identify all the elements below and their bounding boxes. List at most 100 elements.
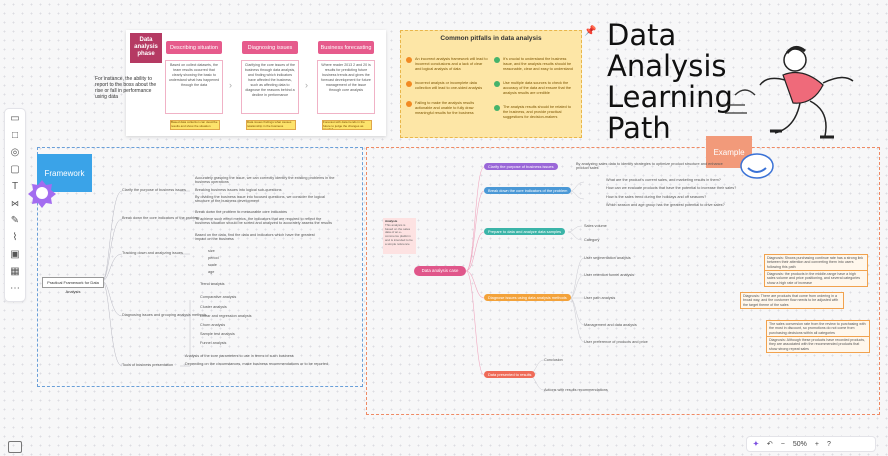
framework-section[interactable]: Tools of business presentation xyxy=(122,363,174,367)
sticky-note-icon[interactable]: ▢ xyxy=(10,164,20,175)
diagnosis-box[interactable]: Diagnosis: the products in the middle-ra… xyxy=(764,270,868,288)
framework-item: Sample test analysis xyxy=(200,332,235,336)
table-tool-icon[interactable]: ▦ xyxy=(10,266,20,277)
framework-section[interactable]: Tracking down and analyzing issues xyxy=(122,251,183,255)
framework-item: Breaking business issues into logical su… xyxy=(195,188,282,192)
minimap-icon[interactable] xyxy=(8,441,22,453)
warning-dot-icon xyxy=(406,81,412,87)
help-icon[interactable]: ? xyxy=(826,440,831,448)
shape-tool-icon[interactable]: ◎ xyxy=(10,147,20,158)
framework-item: By dividing the business issue into focu… xyxy=(195,195,326,204)
select-tool-icon[interactable]: ▭ xyxy=(10,113,20,124)
example-item: User segmentation analysis xyxy=(584,256,631,260)
pitfalls-title: Common pitfalls in data analysis xyxy=(440,35,542,42)
pitfall-item: Incorrect analysis or incomplete data co… xyxy=(406,81,489,91)
zoom-out-icon[interactable]: − xyxy=(780,440,785,448)
framework-item: Linear and regression analysis xyxy=(200,314,252,318)
ai-icon[interactable]: ✦ xyxy=(753,441,759,448)
framework-section[interactable]: Break down the core indicators of the pr… xyxy=(122,216,200,220)
diagnosis-box[interactable]: The sales conversion rate from the revie… xyxy=(766,320,870,338)
highlighter-icon[interactable]: ⌇ xyxy=(12,232,18,243)
stage-note: Based data collection can describe resul… xyxy=(170,120,220,130)
framework-item: scale xyxy=(208,263,217,267)
pen-tool-icon[interactable]: ✎ xyxy=(10,215,20,226)
framework-item: Churn analysis xyxy=(200,323,226,327)
nice-sticker-icon xyxy=(28,180,56,208)
example-category[interactable]: Prepare to data and analyze data samples xyxy=(484,228,566,235)
example-item: Actions with results recommendations xyxy=(544,388,608,392)
mindmap-tool-icon[interactable]: ⋈ xyxy=(11,199,19,208)
example-item: Management and data analysis xyxy=(584,323,637,327)
frame-tool-icon[interactable]: □ xyxy=(11,130,19,141)
zoom-in-icon[interactable]: + xyxy=(814,440,819,448)
framework-root-node[interactable]: Practical Framework for Data Analysis xyxy=(42,277,104,294)
pitfall-item: An incorrect analysis framework will lea… xyxy=(406,57,489,71)
framework-item: Accurately grasping the issue, we can co… xyxy=(195,176,335,185)
stage-body-diagnosing: Clarifying the core issues of the busine… xyxy=(241,60,299,114)
pitfall-item: Failing to make the analysis results act… xyxy=(406,101,489,115)
framework-item: Break down the problem to measurable cor… xyxy=(195,210,288,214)
zoom-level[interactable]: 50% xyxy=(792,440,807,448)
stage-title-forecasting: Business forecasting xyxy=(318,41,374,54)
example-item: User preference of products and price xyxy=(584,340,648,344)
framework-item: To achieve such effect metrics, the indi… xyxy=(195,217,332,226)
framework-frame[interactable] xyxy=(37,147,363,387)
example-item: Category xyxy=(584,238,600,242)
example-category[interactable]: Data presented to results xyxy=(484,371,536,378)
check-dot-icon xyxy=(494,105,500,111)
text-tool-icon[interactable]: T xyxy=(11,181,19,192)
image-tool-icon[interactable]: ▣ xyxy=(10,249,20,260)
example-item: User retention funnel analysis xyxy=(584,273,635,277)
phase-description: For instance, the ability to report to t… xyxy=(95,76,157,100)
framework-item: age xyxy=(208,270,215,274)
framework-section[interactable]: Diagnosing issues and grouping analysis … xyxy=(122,313,207,317)
diagnosis-box[interactable]: Diagnosis: There are products that come … xyxy=(740,292,844,310)
stage-body-describing: Based on collect datasets, the team resu… xyxy=(165,60,223,114)
framework-item: Funnel analysis xyxy=(200,341,227,345)
stage-title-describing: Describing situation xyxy=(166,41,222,54)
chevron-right-icon: › xyxy=(229,80,232,90)
tool-sidebar: ▭ □ ◎ ▢ T ⋈ ✎ ⌇ ▣ ▦ ⋯ xyxy=(4,108,26,302)
framework-item: period xyxy=(208,256,219,260)
diagnosis-box[interactable]: Diagnosis: Shows purchasing continue rat… xyxy=(764,254,868,272)
stage-body-forecasting: Where reader 2013 2 and 20 is results fo… xyxy=(317,60,375,114)
framework-item: Based on the data, find the data and ind… xyxy=(195,233,315,242)
tip-item: The analysis results should be related t… xyxy=(494,105,577,119)
zoom-bar: ✦ ↶ − 50% + ? xyxy=(746,436,876,452)
framework-item: size xyxy=(208,249,215,253)
example-category[interactable]: Clarify the purpose of business issues xyxy=(484,163,558,170)
example-detail: By analyzing sales data to identify stra… xyxy=(576,162,723,171)
framework-item: Comparative analysis xyxy=(200,295,237,299)
framework-item: Trend analysis xyxy=(200,282,225,286)
check-dot-icon xyxy=(494,57,500,63)
example-item: User path analysis xyxy=(584,296,616,300)
stage-title-diagnosing: Diagnosing issues xyxy=(242,41,298,54)
pin-icon: 📌 xyxy=(584,26,597,37)
phase-label: Data analysis phase xyxy=(130,33,162,63)
example-item: Sales volume xyxy=(584,224,607,228)
example-category[interactable]: Diagnose issues using data analysis meth… xyxy=(484,294,571,301)
framework-item: Depending on the circumstances, make bus… xyxy=(185,362,329,366)
tip-item: Use multiple data sources to check the a… xyxy=(494,81,577,95)
check-dot-icon xyxy=(494,81,500,87)
warning-dot-icon xyxy=(406,101,412,107)
more-tools-icon[interactable]: ⋯ xyxy=(10,283,20,294)
example-root-node[interactable]: Data analysis case xyxy=(414,266,466,276)
framework-item: Cluster analysis xyxy=(200,305,227,309)
good-job-sticker-icon xyxy=(740,153,774,179)
analysis-note[interactable]: Analysis This analysis is based on the s… xyxy=(383,218,416,254)
pitfalls-note[interactable]: Common pitfalls in data analysis An inco… xyxy=(400,30,582,138)
warning-dot-icon xyxy=(406,57,412,63)
undo-icon[interactable]: ↶ xyxy=(766,441,773,448)
example-frame[interactable] xyxy=(366,147,880,415)
stage-note: Forecast with data trends in the future … xyxy=(322,120,372,130)
example-category[interactable]: Break down the core indicators of the pr… xyxy=(484,187,572,194)
running-person-illustration xyxy=(720,46,854,139)
stage-note: Data issues findings what causes relatio… xyxy=(246,120,296,130)
example-item: How can we evaluate products that have t… xyxy=(606,186,737,190)
chevron-right-icon: › xyxy=(305,80,308,90)
framework-section[interactable]: Clarify the purpose of business issues xyxy=(122,188,186,192)
example-item: What are the product's current sales, an… xyxy=(606,178,721,182)
diagnosis-box[interactable]: Diagnosis: Although these products have … xyxy=(766,336,870,354)
